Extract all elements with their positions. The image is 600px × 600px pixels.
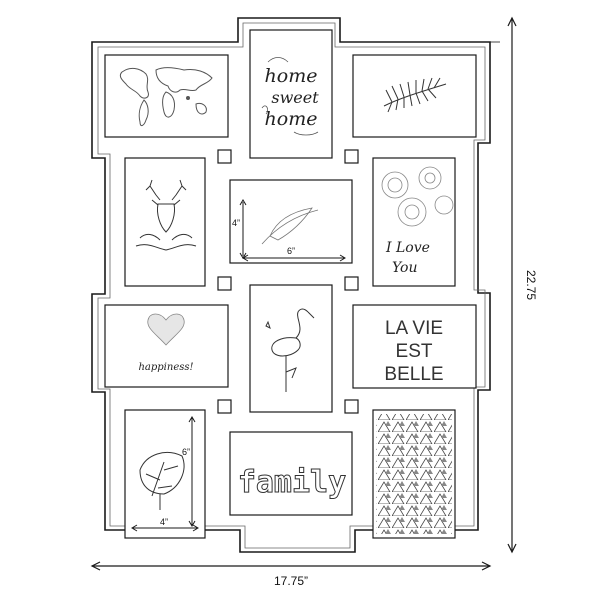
lavie-line3: BELLE [384, 364, 443, 385]
happiness-caption: happiness! [138, 362, 193, 373]
photo-window-home [249, 29, 333, 159]
frame-outline [91, 17, 491, 553]
feather-art [261, 207, 319, 245]
height-dimension-label: 22.75 [524, 270, 538, 300]
photo-window-love [372, 157, 456, 287]
width-dimension-label: 17.75” [274, 574, 308, 588]
feather-height-label: 4” [232, 218, 240, 228]
home-sweet-home-art: home sweet home [261, 57, 319, 136]
photo-window-happiness [104, 304, 229, 388]
home-line2: sweet [271, 88, 319, 107]
home-line1: home [265, 65, 318, 87]
home-line3: home [265, 108, 318, 130]
deer-art [135, 179, 197, 251]
photo-window-lavie [352, 304, 477, 389]
lavie-line2: EST [396, 341, 433, 362]
palm-leaf-art [383, 77, 447, 113]
connector-squares [217, 149, 359, 414]
flamingo-art [265, 308, 315, 392]
photo-window-flamingo [249, 284, 333, 413]
photo-window-family [229, 431, 353, 516]
leaf-width-label: 4” [160, 517, 168, 527]
photo-window-world-map [104, 54, 229, 138]
overall-dimension-lines [90, 16, 517, 571]
monstera-leaf-art [139, 452, 185, 510]
feather-dimension-lines [239, 199, 346, 262]
roses-art [381, 166, 454, 227]
photo-window-palm [352, 54, 477, 138]
feather-width-label: 6” [287, 246, 295, 256]
photo-window-feather [229, 179, 353, 264]
leaf-dimension-lines [131, 416, 199, 532]
photo-window-deer [124, 157, 206, 287]
lavie-art: LA VIE EST BELLE [384, 318, 443, 385]
lavie-line1: LA VIE [385, 318, 443, 339]
love-line2: You [392, 260, 417, 276]
family-word: family [238, 465, 346, 500]
world-map-art [119, 67, 213, 127]
love-line1: I Love [385, 240, 430, 256]
triangle-pattern-art [376, 414, 452, 534]
heart-art [147, 313, 185, 346]
leaf-height-label: 6” [182, 447, 190, 457]
